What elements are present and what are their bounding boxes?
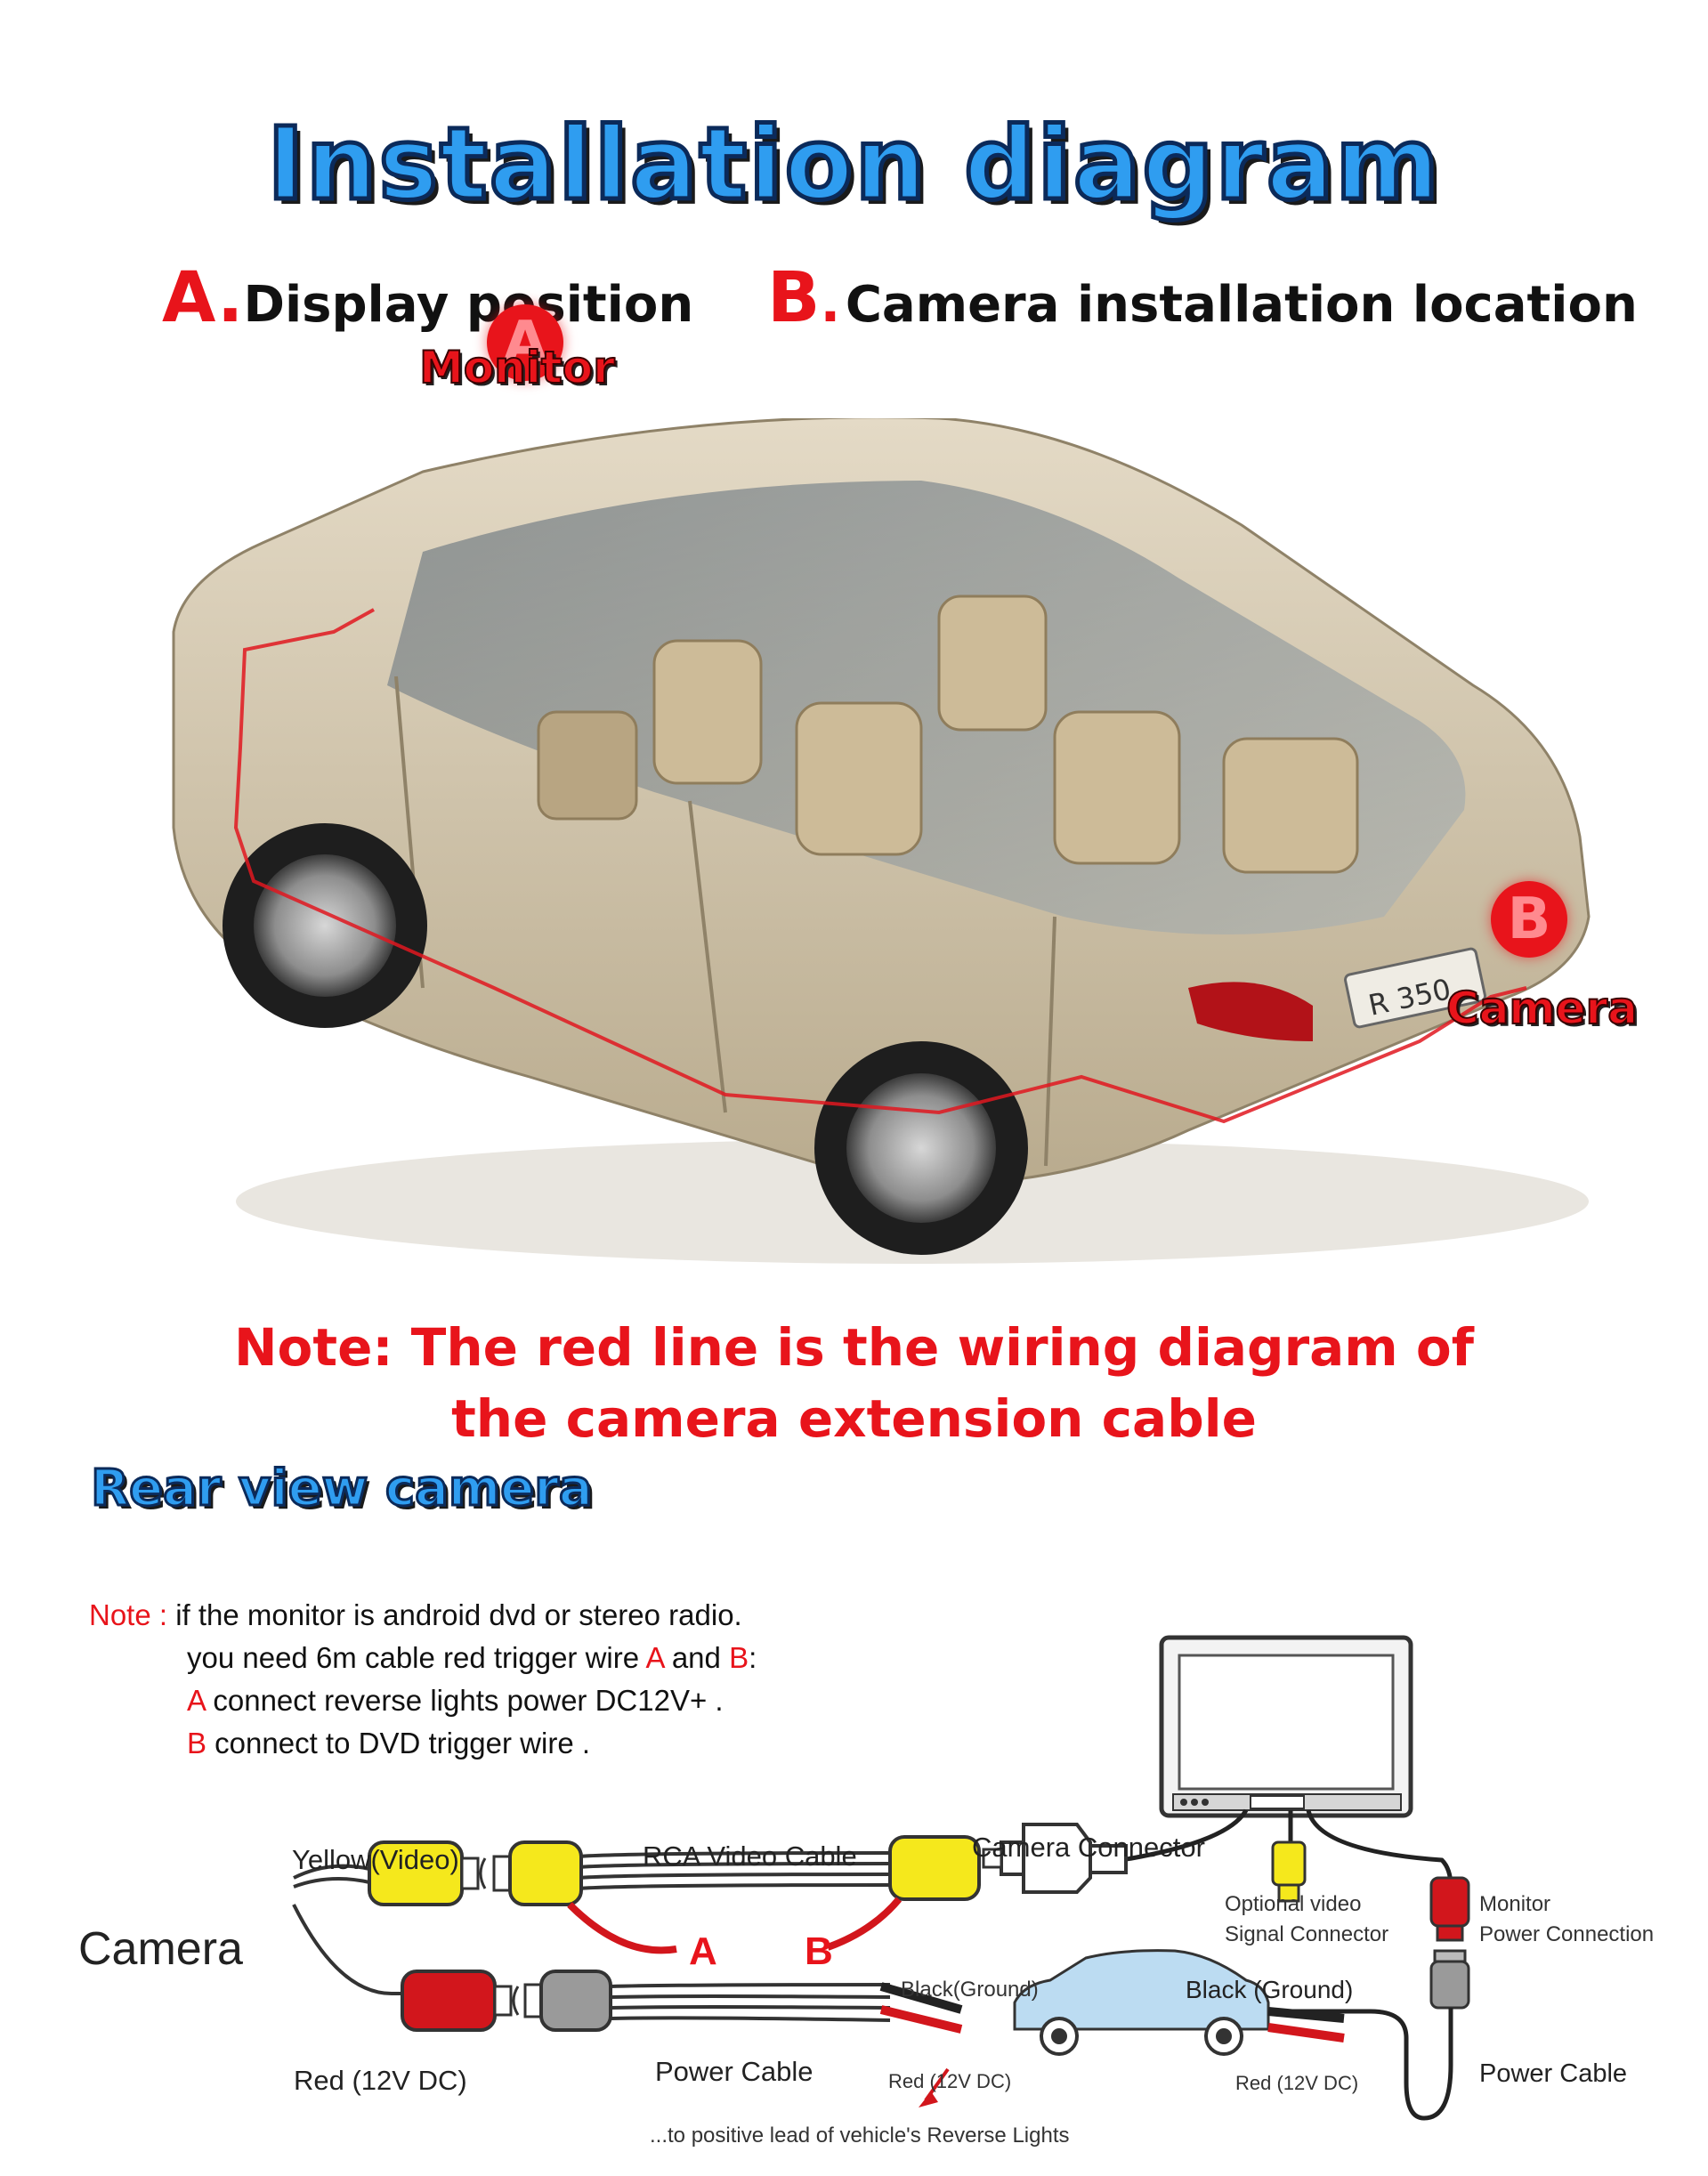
wiring-label-monitor-power-2: Power Connection [1479, 1922, 1655, 1946]
label-display-position: A.Display position [162, 258, 693, 338]
wiring-diagram [292, 1635, 1470, 2121]
wiring-label-optional-video-1: Optional video [1225, 1892, 1362, 1916]
instruction-text-2c: : [749, 1641, 757, 1674]
instruction-line-4: B connect to DVD trigger wire . [187, 1727, 590, 1760]
yellow-video-connector-cable [508, 1840, 583, 1906]
label-b-dot: . [820, 272, 841, 335]
instruction-line-2: you need 6m cable red trigger wire A and… [187, 1641, 757, 1675]
instruction-prefix: Note : [89, 1598, 168, 1631]
camera-connector [1022, 1823, 1092, 1894]
note-line-2: the camera extension cable [451, 1388, 1257, 1449]
instruction-a: A [645, 1641, 664, 1674]
instruction-line-3: A connect reverse lights power DC12V+ . [187, 1684, 724, 1718]
instruction-text-3: connect reverse lights power DC12V+ . [205, 1684, 724, 1717]
label-a-text: Display position [243, 276, 694, 334]
wiring-label-red-12v-small-1: Red (12V DC) [888, 2070, 1012, 2092]
car-illustration: R 350 A Monitor B Camera [156, 304, 1669, 1290]
rear-view-heading: Rear view camera [90, 1459, 595, 1519]
gray-power-connector [539, 1970, 612, 2032]
red-power-connector-camera [401, 1970, 497, 2032]
callout-camera: Camera [1445, 982, 1639, 1035]
instruction-line-1: Note : if the monitor is android dvd or … [89, 1598, 742, 1632]
wiring-line [233, 608, 1527, 1124]
wiring-label-black-ground-small: Black(Ground) [901, 1978, 1039, 2002]
instruction-text-2b: and [663, 1641, 730, 1674]
page-title: Installation diagram [265, 105, 1442, 225]
wiring-label-wire-b: B [805, 1929, 833, 1973]
note-line-1: Note: The red line is the wiring diagram… [233, 1317, 1475, 1378]
monitor-icon [1159, 1635, 1413, 1818]
wiring-label-power-cable-right: Power Cable [1479, 2059, 1628, 2088]
badge-a: A [487, 304, 563, 381]
car-drawing: R 350 [172, 416, 1591, 1264]
label-a-letter: A. [162, 258, 244, 338]
wiring-label-black-ground: Black (Ground) [1186, 1976, 1354, 2003]
instruction-b-letter: B [187, 1727, 207, 1759]
wiring-label-reverse-lights: ...to positive lead of vehicle's Reverse… [650, 2123, 1070, 2148]
monitor-power-connector [1429, 1876, 1470, 1928]
label-camera-location: B. Camera installation location [767, 258, 1638, 338]
label-b-letter: B [767, 258, 821, 338]
wiring-label-monitor-power-1: Monitor [1479, 1892, 1551, 1916]
yellow-video-connector-end [888, 1835, 981, 1901]
instruction-a-letter: A [187, 1684, 206, 1717]
wiring-label-red-12v-small-2: Red (12V DC) [1235, 2072, 1359, 2094]
instruction-text-4: connect to DVD trigger wire . [206, 1727, 591, 1759]
callout-monitor: Monitor [418, 341, 616, 394]
instruction-b: B [729, 1641, 749, 1674]
wiring-label-power-cable: Power Cable [655, 2056, 814, 2087]
wiring-label-camera: Camera [78, 1923, 243, 1975]
instruction-text-1: if the monitor is android dvd or stereo … [175, 1598, 742, 1631]
instruction-text-2a: you need 6m cable red trigger wire [187, 1641, 646, 1674]
wiring-label-rca-cable: RCA Video Cable [643, 1840, 857, 1872]
wiring-label-optional-video-2: Signal Connector [1225, 1922, 1389, 1946]
power-cable-connector-right [1429, 1960, 1470, 2010]
badge-b: B [1491, 881, 1567, 958]
wiring-label-wire-a: A [689, 1929, 717, 1973]
car-silhouette-icon [1013, 1949, 1270, 2056]
wiring-label-yellow-video: Yellow(Video) [292, 1844, 459, 1875]
wiring-label-red-12v: Red (12V DC) [294, 2065, 467, 2096]
wiring-label-camera-connector: Camera Connector [972, 1832, 1205, 1863]
label-b-text: Camera installation location [845, 276, 1638, 334]
optional-video-connector [1271, 1840, 1307, 1887]
